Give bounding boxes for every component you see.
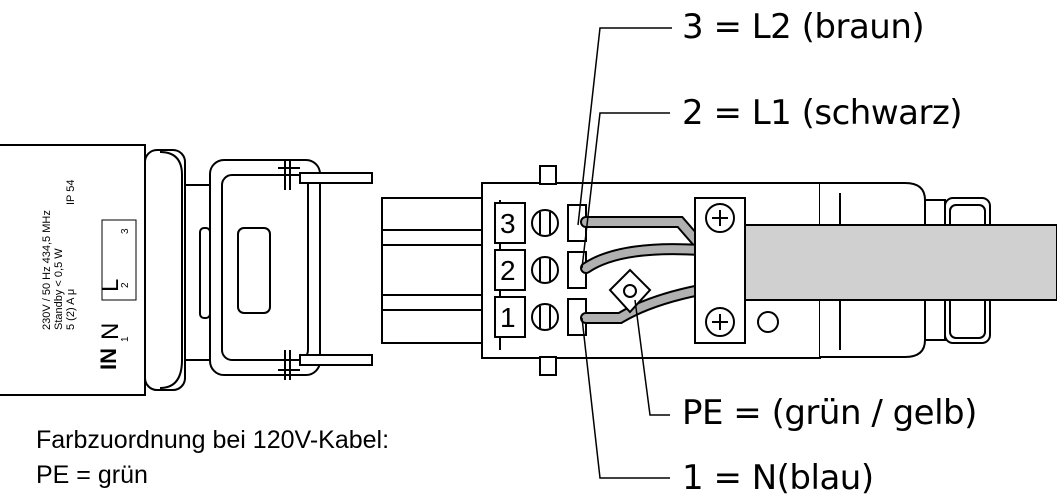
callout-pe: PE = (grün / gelb) [682, 393, 977, 433]
pe-clamp [608, 268, 652, 314]
callout-l2: 3 = L2 (braun) [682, 7, 925, 47]
l-label: L [97, 279, 124, 292]
wires [580, 216, 706, 324]
callout-n: 1 = N(blau) [682, 458, 874, 498]
leader-lines [577, 27, 672, 479]
device-rating-label: 230V / 50 Hz 434,5 MHz Standby < 0,5 W 5… [41, 180, 137, 370]
terminal-1-label: 1 [500, 302, 516, 333]
n-label: N [97, 323, 124, 340]
color-note-title: Farbzuordnung bei 120V-Kabel: [36, 426, 390, 454]
device-housing [0, 144, 373, 396]
rating-line-1: 230V / 50 Hz 434,5 MHz [41, 210, 53, 330]
rating-line-2: Standby < 0,5 W [53, 248, 65, 330]
in-label: IN [96, 348, 121, 370]
rating-line-3: 5 (2) A μ [65, 289, 77, 330]
terminal-3-label: 3 [500, 208, 516, 239]
ip-rating: IP 54 [65, 180, 77, 206]
terminal-block [494, 202, 587, 338]
color-note-pe: PE = grün [36, 461, 148, 489]
pin-2-label: 2 [120, 282, 131, 288]
cable [739, 224, 1057, 301]
pin-3-label: 3 [120, 228, 131, 234]
pin-1-label: 1 [120, 336, 131, 342]
callout-l1: 2 = L1 (schwarz) [682, 93, 963, 133]
strain-relief [694, 197, 779, 344]
terminal-2-label: 2 [500, 255, 516, 286]
